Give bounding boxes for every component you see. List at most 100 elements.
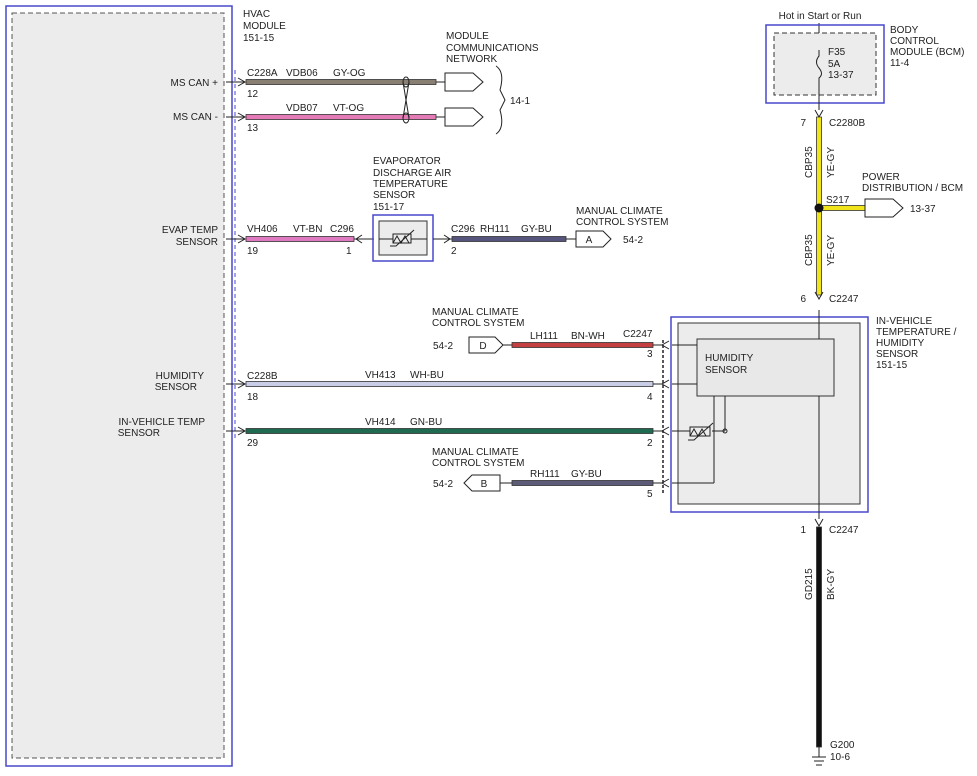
- fuse-name: F35: [828, 47, 846, 58]
- evap-sensor[interactable]: [372, 214, 434, 262]
- bcm-module[interactable]: [765, 24, 885, 104]
- conn-b-ref: 54-2: [433, 479, 453, 490]
- conn-a-letter: A: [586, 235, 593, 246]
- connector-c228b: C228B: [247, 371, 278, 382]
- pin-12: 12: [247, 89, 259, 100]
- ivt-thermistor-icon: [688, 422, 714, 441]
- splice-label-2: DISTRIBUTION / BCM: [862, 183, 963, 194]
- wire-vh413-color: WH-BU: [410, 370, 444, 381]
- bcm-label-4: 11-4: [890, 58, 910, 69]
- manual-climate-d-label-2: CONTROL SYSTEM: [432, 318, 524, 329]
- network-brace: [495, 65, 506, 135]
- network-arrow-2[interactable]: [444, 107, 484, 127]
- pin-evap-1: 1: [346, 246, 352, 257]
- ivt-label-4: SENSOR: [876, 349, 918, 360]
- wire-gd215-circuit: GD215: [804, 568, 815, 600]
- wire-lh111[interactable]: [511, 342, 654, 348]
- ivt-c2247-top-arrow: [814, 291, 824, 301]
- wire-vdb07-color: VT-OG: [333, 103, 364, 114]
- humidity-sensor-block[interactable]: [696, 338, 835, 397]
- ivt-label-1: IN-VEHICLE: [876, 316, 932, 327]
- wire-rh111-top[interactable]: [451, 236, 567, 242]
- evap-label-2: DISCHARGE AIR: [373, 168, 451, 179]
- ivt-label-5: 151-15: [876, 360, 908, 371]
- wire-rh111-top-color: GY-BU: [521, 224, 552, 235]
- splice-s217-dot[interactable]: [814, 203, 824, 213]
- pin-label-ms-can-plus: MS CAN +: [170, 78, 218, 89]
- hvac-module[interactable]: [5, 5, 233, 767]
- splice-label-1: POWER: [862, 172, 900, 183]
- wire-vdb07[interactable]: [245, 114, 437, 120]
- hvac-title-3: 151-15: [243, 33, 275, 44]
- wire-vh414-color: GN-BU: [410, 417, 442, 428]
- wire-vh414[interactable]: [245, 428, 654, 434]
- ivt-label-2: TEMPERATURE /: [876, 327, 957, 338]
- evap-label-5: 151-17: [373, 202, 405, 213]
- pin-ivt-2: 2: [647, 438, 653, 449]
- wire-gd215-color: BK-GY: [826, 569, 837, 600]
- pin-label-in-vehicle-temp-1: IN-VEHICLE TEMP: [119, 417, 206, 428]
- hvac-title-2: MODULE: [243, 21, 286, 32]
- bcm-c2280b-arrow: [814, 109, 824, 119]
- pin-19: 19: [247, 246, 259, 257]
- conn-a-ref: 54-2: [623, 235, 643, 246]
- conn-d-letter: D: [479, 341, 486, 352]
- pin-ivt-5: 5: [647, 489, 653, 500]
- pin-label-evap-temp-2: SENSOR: [176, 237, 218, 248]
- conn-b-letter: B: [481, 479, 488, 490]
- wire-rh111-top-circuit: RH111: [480, 224, 510, 235]
- manual-climate-a-label-1: MANUAL CLIMATE: [576, 206, 663, 217]
- wire-cbp35-bottom-color: YE-GY: [826, 235, 837, 266]
- connector-c228a: C228A: [247, 68, 278, 79]
- pin-evap-2: 2: [451, 246, 457, 257]
- hvac-connector-arrows: [237, 77, 247, 436]
- pin-ivt-1: 1: [800, 525, 806, 536]
- splice-name: S217: [826, 195, 850, 206]
- wire-rh111-bottom[interactable]: [511, 480, 654, 486]
- evap-label-1: EVAPORATOR: [373, 156, 441, 167]
- splice-ref: 13-37: [910, 204, 936, 215]
- wire-cbp35-bottom-circuit: CBP35: [804, 234, 815, 266]
- manual-climate-d-label-1: MANUAL CLIMATE: [432, 307, 519, 318]
- connector-c2247-bottom: C2247: [829, 525, 859, 536]
- network-arrow-1[interactable]: [444, 72, 484, 92]
- wire-cbp35-top-color: YE-GY: [826, 147, 837, 178]
- connector-c2280b: C2280B: [829, 118, 865, 129]
- wire-vdb06-color: GY-OG: [333, 68, 366, 79]
- fuse-rating: 5A: [828, 59, 841, 70]
- manual-climate-b-label-1: MANUAL CLIMATE: [432, 447, 519, 458]
- wire-rh111-bottom-circuit: RH111: [530, 469, 560, 480]
- bcm-supply: Hot in Start or Run: [779, 11, 862, 22]
- network-ref: 14-1: [510, 96, 530, 107]
- pin-ivt-4: 4: [647, 392, 653, 403]
- ivt-label-3: HUMIDITY: [876, 338, 925, 349]
- evap-label-3: TEMPERATURE: [373, 179, 448, 190]
- hvac-title-1: HVAC: [243, 9, 270, 20]
- pin-label-ms-can-minus: MS CAN -: [173, 112, 218, 123]
- fuse-ref: 13-37: [828, 70, 854, 81]
- pin-13: 13: [247, 123, 259, 134]
- bcm-label-2: CONTROL: [890, 36, 939, 47]
- splice-arrow[interactable]: [864, 198, 904, 218]
- pin-6: 6: [800, 294, 806, 305]
- ground-symbol-icon: [812, 747, 826, 766]
- wire-vh413-circuit: VH413: [365, 370, 396, 381]
- wire-vh413[interactable]: [245, 381, 654, 387]
- network-label-1: MODULE: [446, 31, 489, 42]
- wire-vh406[interactable]: [245, 236, 355, 242]
- wire-vh406-color: VT-BN: [293, 224, 322, 235]
- fuse-icon: [816, 50, 822, 110]
- ground-c2247-arrow: [814, 518, 824, 528]
- connector-c296-left: C296: [330, 224, 354, 235]
- wire-gd215[interactable]: [816, 526, 822, 748]
- wire-vdb06[interactable]: [245, 79, 437, 85]
- manual-climate-a-label-2: CONTROL SYSTEM: [576, 217, 668, 228]
- ground-ref: 10-6: [830, 752, 850, 763]
- wire-s217-branch[interactable]: [818, 205, 866, 211]
- wire-vh406-circuit: VH406: [247, 224, 278, 235]
- conn-d-arrow[interactable]: [468, 336, 504, 354]
- twisted-pair-symbol: [402, 76, 410, 124]
- conn-a-arrow[interactable]: [575, 230, 612, 248]
- manual-climate-b-label-2: CONTROL SYSTEM: [432, 458, 524, 469]
- pin-label-evap-temp-1: EVAP TEMP: [162, 225, 218, 236]
